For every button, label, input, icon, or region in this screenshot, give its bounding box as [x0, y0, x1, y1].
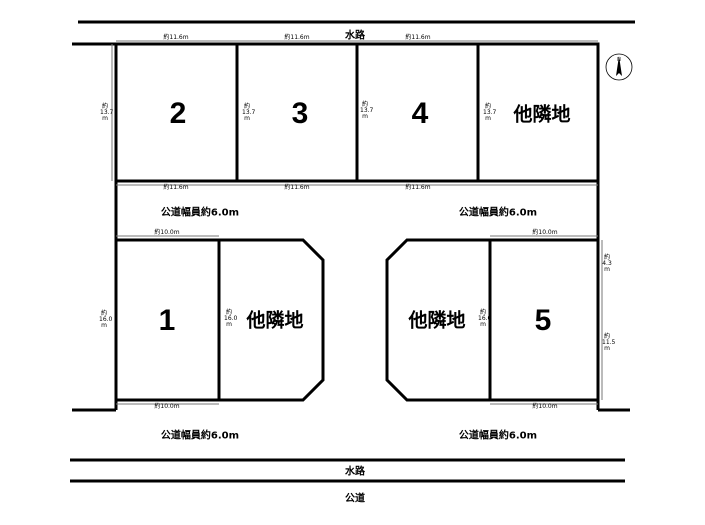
road-width-label: 公道幅員約6.0m — [458, 430, 538, 442]
dim-lot5-side-lower: 約 11.5 m — [602, 333, 616, 352]
dim-lot1-depth: 約 16.0 m — [99, 310, 113, 329]
dim-lot4-depth: 約 13.7 m — [360, 101, 374, 120]
north-label: N — [617, 57, 621, 63]
dim-lot5-side-upper: 約 4.3 m — [602, 254, 612, 273]
dim-lot1-bottom: 約10.0m — [154, 403, 180, 410]
dim-lot2-top: 約11.6m — [163, 34, 189, 41]
lot-2-number: 2 — [169, 97, 187, 130]
dim-lot4-top: 約11.6m — [405, 34, 431, 41]
dim-lot3-top: 約11.6m — [284, 34, 310, 41]
neighbor-label: 他隣地 — [246, 309, 304, 332]
dim-lot5-depth: 約 16.0 m — [478, 309, 492, 328]
road-width-label: 公道幅員約6.0m — [458, 207, 538, 219]
lot-5-number: 5 — [534, 304, 552, 337]
lot-5-outline — [488, 238, 600, 402]
dim-neighbor-depth: 約 13.7 m — [483, 103, 497, 122]
dim-lot2-depth: 約 13.7 m — [100, 103, 114, 122]
neighbor-top-outline — [476, 42, 600, 183]
road-width-label: 公道幅員約6.0m — [160, 207, 240, 219]
waterway-label-bottom: 水路 — [345, 466, 365, 478]
lot-3-number: 3 — [291, 97, 309, 130]
dim-lot3-bottom: 約11.6m — [284, 184, 310, 191]
dim-lot3-depth: 約 13.7 m — [242, 103, 256, 122]
lot-1-number: 1 — [158, 304, 176, 337]
dim-lot1-top: 約10.0m — [154, 229, 180, 236]
dim-lot5-bottom: 約10.0m — [532, 403, 558, 410]
neighbor-label: 他隣地 — [408, 309, 466, 332]
dim-lot2-bottom: 約11.6m — [163, 184, 189, 191]
dim-lot1-side: 約 16.0 m — [224, 309, 238, 328]
lot-4-number: 4 — [411, 97, 429, 130]
dim-lot5-top: 約10.0m — [532, 229, 558, 236]
public-road-label: 公道 — [345, 493, 365, 505]
neighbor-label: 他隣地 — [513, 103, 571, 126]
north-arrow-icon — [605, 53, 633, 81]
neighbor-left-outline — [217, 238, 325, 402]
road-width-label: 公道幅員約6.0m — [160, 430, 240, 442]
waterway-label-top: 水路 — [345, 30, 365, 42]
dim-lot4-bottom: 約11.6m — [405, 184, 431, 191]
